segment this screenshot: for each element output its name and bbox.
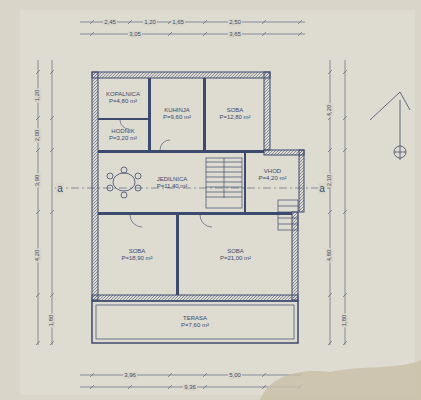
room-area: P=11,40 m² [157,183,188,190]
room-area: P=4,20 m² [259,175,287,182]
room-area: P=9,60 m² [163,114,191,121]
dimension: 4,80 [327,248,334,262]
dimension: 2,00 [35,128,42,142]
dimension: 2,45 [103,19,117,26]
dimension: 4,20 [327,103,334,117]
room: JEDILNICAP=11,40 m² [140,153,204,212]
dimension: 1,20 [35,88,42,102]
room: TERASAP=7,60 m² [96,305,294,339]
dimension: 2,50 [228,19,242,26]
room-area: P=21,00 m² [220,255,251,262]
dimension: 5,00 [228,372,242,379]
dimension: 1,65 [171,19,185,26]
room-name: KOPALNICA [106,91,140,98]
dimension: 1,80 [342,313,349,327]
dimension: 1,80 [49,313,56,327]
room-name: SOBA [227,107,244,114]
dimension: 1,20 [143,19,157,26]
room-name: KUHINJA [164,107,190,114]
dimension: 9,36 [183,384,197,391]
room-name: SOBA [227,248,244,255]
dimension: 3,90 [35,173,42,187]
room-area: P=3,20 m² [109,135,137,142]
room-name: SOBA [129,248,146,255]
section-mark: a [56,183,64,194]
dimension: 3,65 [228,31,242,38]
room-area: P=18,90 m² [121,255,152,262]
room-name: HODNIK [111,128,134,135]
dimension: 3,96 [123,372,137,379]
room-area: P=12,80 m² [219,114,250,121]
dimension: 2,10 [327,173,334,187]
room-area: P=7,60 m² [181,322,209,329]
room-area: P=4,80 m² [109,98,137,105]
section-mark: a [318,183,326,194]
room: SOBAP=12,80 m² [206,78,264,150]
room: HODNIKP=3,20 m² [98,120,148,150]
room-name: TERASA [183,315,207,322]
room: VHODP=4,20 m² [246,155,299,195]
room-name: VHOD [264,168,281,175]
room: KUHINJAP=9,60 m² [151,78,203,150]
dimension: 4,20 [35,248,42,262]
room-name: JEDILNICA [157,176,188,183]
room: SOBAP=21,00 m² [179,215,292,295]
room: SOBAP=18,90 m² [98,215,176,295]
dimension: 3,05 [128,31,142,38]
room: KOPALNICAP=4,80 m² [98,78,148,118]
